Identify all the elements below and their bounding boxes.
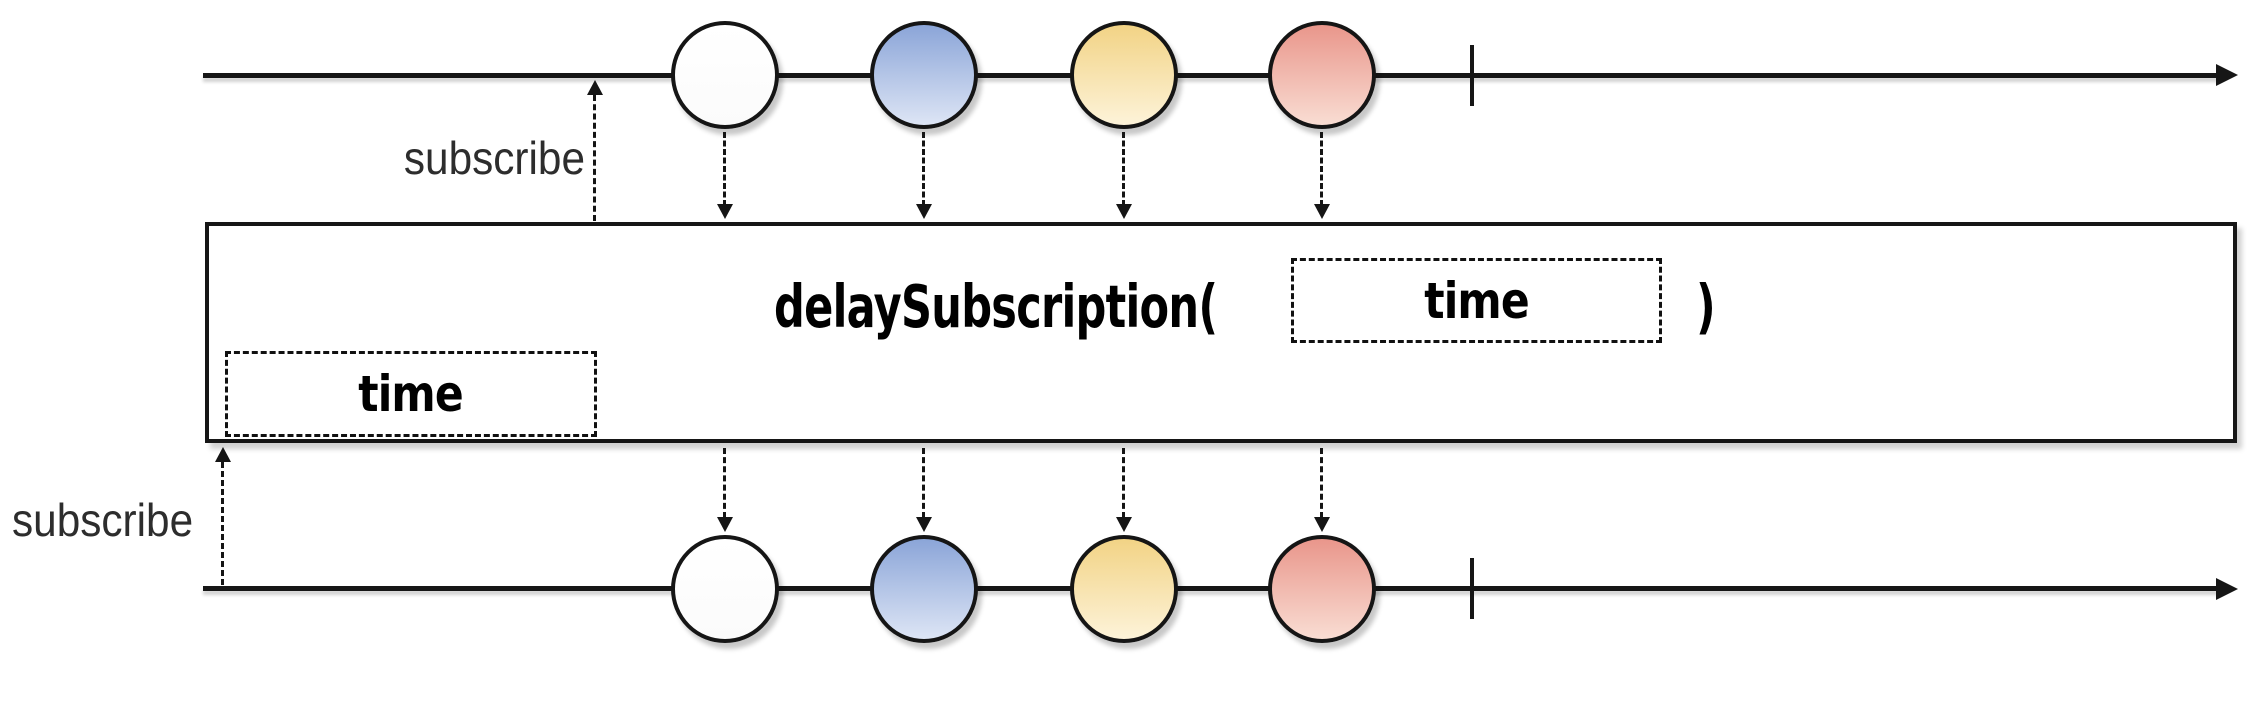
delay-time-label: time <box>358 365 464 423</box>
emission-arrowhead-icon <box>1116 204 1132 219</box>
source-marble-yellow <box>1070 21 1178 129</box>
result-marble-blue <box>870 535 978 643</box>
subscribe-arrow-bottom <box>221 462 224 585</box>
subscribe-arrowhead-icon <box>587 80 603 95</box>
source-marble-red <box>1268 21 1376 129</box>
subscribe-label-bottom: subscribe <box>12 494 194 546</box>
operator-time-param-label: time <box>1424 271 1529 330</box>
emission-arrow <box>1320 448 1323 518</box>
operator-box: delaySubscription( time ) time <box>205 222 2237 443</box>
emission-arrowhead-icon <box>1116 517 1132 532</box>
emission-arrow <box>723 448 726 518</box>
emission-arrowhead-icon <box>1314 204 1330 219</box>
emission-arrowhead-icon <box>1314 517 1330 532</box>
result-marble-red <box>1268 535 1376 643</box>
emission-arrow <box>922 448 925 518</box>
emission-arrowhead-icon <box>717 204 733 219</box>
result-marble-white <box>671 535 779 643</box>
subscribe-label-top: subscribe <box>403 132 585 184</box>
emission-arrowhead-icon <box>916 517 932 532</box>
source-timeline-line <box>203 73 2219 78</box>
emission-arrowhead-icon <box>717 517 733 532</box>
emission-arrowhead-icon <box>916 204 932 219</box>
emission-arrow <box>1320 132 1323 206</box>
source-completion-tick <box>1470 45 1474 106</box>
source-marble-blue <box>870 21 978 129</box>
result-timeline-arrowhead-icon <box>2216 578 2238 600</box>
emission-arrow <box>922 132 925 206</box>
result-marble-yellow <box>1070 535 1178 643</box>
subscribe-arrow-top <box>593 95 596 221</box>
emission-arrow <box>723 132 726 206</box>
operator-time-param-box: time <box>1291 258 1662 343</box>
emission-arrow <box>1122 132 1125 206</box>
operator-label-close: ) <box>1696 272 1716 341</box>
emission-arrow <box>1122 448 1125 518</box>
operator-label-open: delaySubscription( <box>774 272 1218 341</box>
result-timeline-line <box>203 586 2219 591</box>
subscribe-arrowhead-icon <box>215 447 231 462</box>
result-completion-tick <box>1470 558 1474 619</box>
delay-time-box: time <box>225 351 597 437</box>
source-marble-white <box>671 21 779 129</box>
source-timeline-arrowhead-icon <box>2216 64 2238 86</box>
